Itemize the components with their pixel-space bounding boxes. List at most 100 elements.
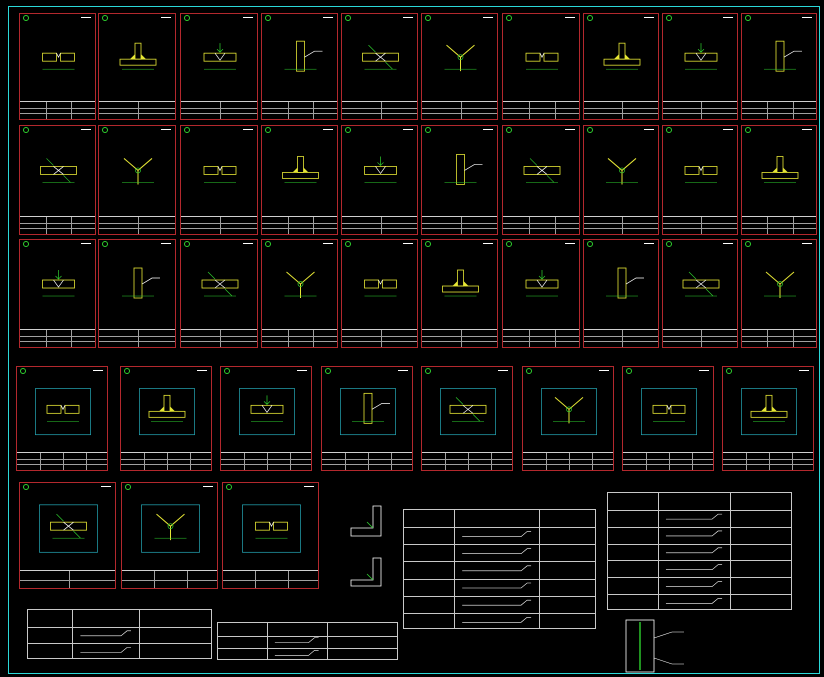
table-col xyxy=(622,102,623,119)
table-rule xyxy=(503,222,579,224)
table-rule xyxy=(742,335,816,337)
panel-spec-table xyxy=(742,101,816,119)
web-plate xyxy=(134,42,142,60)
table-rule xyxy=(122,579,217,581)
table-rule xyxy=(584,228,658,230)
panel-spec-table xyxy=(422,216,497,234)
plate-left xyxy=(46,404,62,414)
detail-drawing xyxy=(282,156,319,183)
arrow xyxy=(538,270,546,280)
table-col xyxy=(255,571,257,588)
arrow xyxy=(216,43,224,53)
arrow xyxy=(377,156,384,166)
symbol-leader xyxy=(462,565,532,572)
table-col xyxy=(529,330,530,347)
base-plate xyxy=(282,172,319,179)
panel-number-circle xyxy=(23,15,29,21)
table-rule xyxy=(503,107,579,109)
drawing-frame xyxy=(8,6,820,674)
base-plate xyxy=(442,285,479,293)
revision-flag-icon xyxy=(161,17,171,21)
panel-spec-table xyxy=(181,101,257,119)
table-rule xyxy=(20,113,95,115)
panel-number-circle xyxy=(506,15,512,21)
panel-header xyxy=(584,240,658,249)
detail-drawing xyxy=(764,40,802,72)
plate-right xyxy=(64,404,80,414)
table-rule xyxy=(181,107,257,109)
table-col xyxy=(144,453,145,470)
panel-number-circle xyxy=(666,15,672,21)
plate-left xyxy=(525,52,541,62)
table-rule xyxy=(262,222,337,224)
panel-header xyxy=(181,14,257,23)
panel-header xyxy=(99,14,175,23)
panel-number-circle xyxy=(265,127,271,133)
panel-spec-table xyxy=(584,216,658,234)
table-rule xyxy=(99,107,175,109)
panel-spec-table xyxy=(99,101,175,119)
leader-line xyxy=(464,164,483,171)
table-rule xyxy=(422,222,497,224)
table-rule xyxy=(663,341,737,343)
v-groove xyxy=(261,405,273,413)
table-rule xyxy=(422,107,497,109)
detail-drawing xyxy=(42,270,75,297)
panel-header xyxy=(121,367,211,376)
detail-panel xyxy=(583,13,659,120)
revision-flag-icon xyxy=(203,486,213,490)
revision-flag-icon xyxy=(93,370,103,374)
detail-panel xyxy=(502,125,580,235)
weld-profile-sketch xyxy=(350,505,382,587)
x-groove xyxy=(214,279,226,289)
panel-spec-table xyxy=(181,329,257,347)
fillet-weld xyxy=(130,54,146,60)
revision-flag-icon xyxy=(644,129,654,133)
table-col xyxy=(368,453,369,470)
table-col xyxy=(345,453,346,470)
panel-number-circle xyxy=(425,127,431,133)
table-rule xyxy=(742,222,816,224)
x-groove xyxy=(462,405,474,414)
revision-flag-icon xyxy=(403,17,413,21)
section-outline xyxy=(242,504,301,553)
revision-flag-icon xyxy=(81,129,91,133)
symbol-leader xyxy=(274,650,319,656)
table-col xyxy=(220,330,221,347)
detail-drawing xyxy=(203,43,237,70)
panel-header xyxy=(99,240,175,249)
table-rule xyxy=(181,228,257,230)
panel-spec-table xyxy=(181,216,257,234)
panel-spec-table xyxy=(262,101,337,119)
panel-header xyxy=(262,240,337,249)
detail-drawing xyxy=(442,269,479,297)
symbol-leader xyxy=(665,547,723,554)
detail-panel xyxy=(220,366,312,471)
section-outline xyxy=(741,388,797,436)
table-col xyxy=(669,453,670,470)
plate-left xyxy=(652,404,668,414)
panel-header xyxy=(663,126,737,135)
symbol-leader xyxy=(665,598,723,604)
table-col xyxy=(287,102,289,119)
revision-flag-icon xyxy=(723,129,733,133)
revision-flag-icon xyxy=(243,243,253,247)
detail-drawing xyxy=(122,158,154,185)
panel-number-circle xyxy=(125,484,131,490)
table-rule xyxy=(404,612,595,614)
panel-number-circle xyxy=(184,15,190,21)
fillet-weld xyxy=(452,281,469,287)
detail-drawing xyxy=(444,44,477,72)
table-col xyxy=(287,571,289,588)
table-rule xyxy=(742,341,816,343)
x-groove xyxy=(695,279,707,289)
detail-drawing xyxy=(364,156,397,183)
revision-flag-icon xyxy=(644,243,654,247)
table-col xyxy=(45,217,47,234)
column-plate xyxy=(775,40,785,72)
panel-number-circle xyxy=(506,127,512,133)
detail-panel xyxy=(222,482,319,589)
table-col xyxy=(767,102,769,119)
panel-number-circle xyxy=(102,241,108,247)
symbol-leader xyxy=(462,548,532,555)
